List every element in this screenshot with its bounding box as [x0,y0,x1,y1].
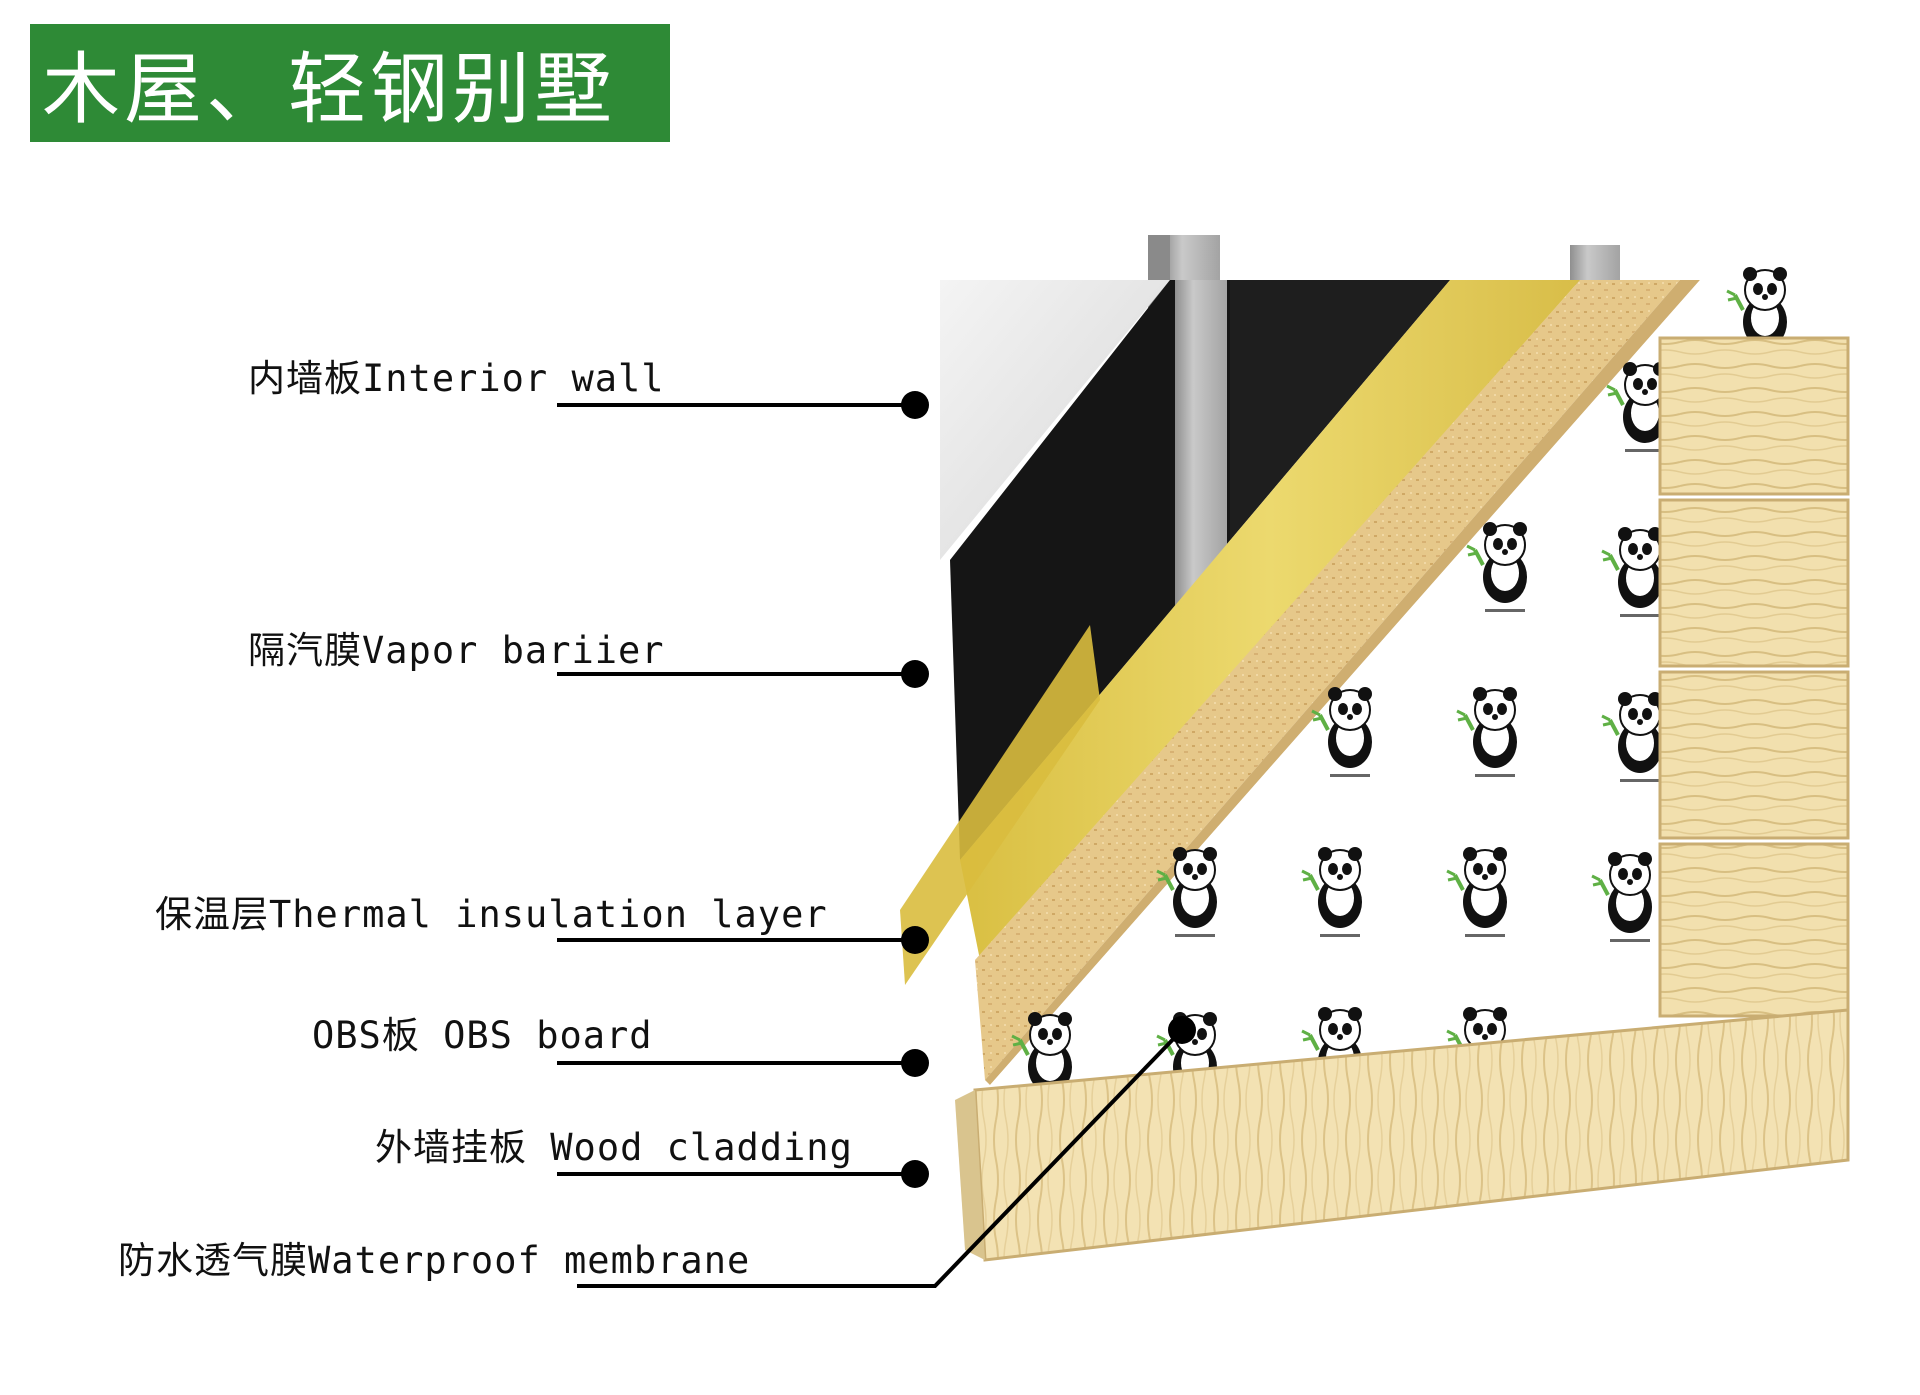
steel-stud-right [1570,245,1620,285]
wood-cladding-bottom-plank [973,1008,1850,1262]
label-wood-cladding: 外墙挂板 Wood cladding [375,1126,853,1169]
interior-wall-board [940,280,1170,560]
wood-cladding-planks [1658,336,1850,1018]
label-thermal-insulation: 保温层Thermal insulation layer [155,893,828,936]
obs-board-layer [975,280,1680,1080]
label-obs-board: OBS板 OBS board [312,1014,653,1057]
leader-dots [901,391,1196,1188]
leader-lines [557,403,1184,1288]
page-title: 木屋、轻钢别墅 [42,45,617,135]
label-waterproof-membrane: 防水透气膜Waterproof membrane [118,1239,751,1282]
label-vapor-barrier: 隔汽膜Vapor bariier [248,629,665,672]
label-interior-wall: 内墙板Interior wall [248,357,665,400]
thermal-insulation-layer [960,280,1580,960]
title-banner: 木屋、轻钢别墅 [30,24,670,142]
